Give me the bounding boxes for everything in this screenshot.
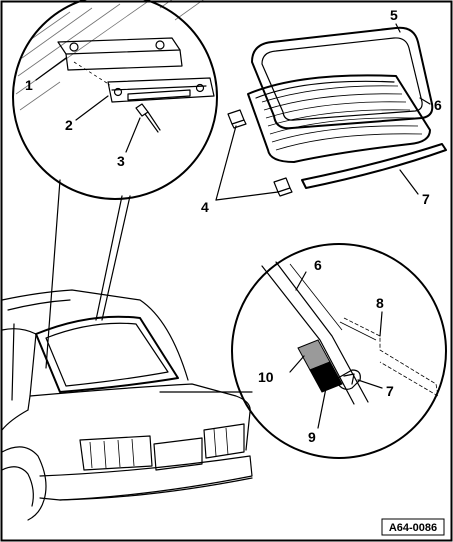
callout-6-detail: 6 — [314, 257, 322, 273]
body-panel — [343, 317, 439, 397]
callout-8: 8 — [376, 295, 384, 311]
taillight-left — [79, 435, 153, 471]
bracket-hole-left — [69, 42, 79, 52]
callout-10: 10 — [258, 369, 274, 385]
trim-clip-detail-view: 6 8 10 7 9 — [231, 243, 447, 459]
callout-2: 2 — [65, 117, 73, 133]
rear-window-exploded-view: 5 6 7 4 — [201, 7, 447, 215]
reference-code-box — [381, 518, 445, 536]
callout-7: 7 — [422, 191, 430, 207]
callout-1: 1 — [25, 77, 33, 93]
projection-line — [101, 195, 131, 321]
trunk-lid — [29, 383, 251, 451]
callout-4: 4 — [201, 199, 209, 215]
car-body — [1, 289, 253, 521]
taillight-right — [203, 423, 245, 459]
bracket-detail-view: 1 2 3 — [12, 0, 218, 200]
retaining-clip — [107, 77, 215, 103]
plastic-rivet — [135, 103, 161, 133]
rear-wheel — [1, 446, 47, 521]
callout-3: 3 — [117, 153, 125, 169]
car-rear-window — [35, 315, 179, 393]
window-seal — [251, 26, 434, 130]
rear-window-glass — [247, 74, 431, 163]
callout-6: 6 — [434, 97, 442, 113]
callout-9: 9 — [308, 429, 316, 445]
trim-clip — [337, 369, 361, 390]
adhesive-bead — [309, 361, 343, 393]
trim-strip — [301, 143, 447, 189]
bracket-hole-right — [155, 40, 165, 50]
reference-code: A64-0086 — [389, 522, 437, 534]
rear-bumper — [39, 455, 253, 501]
license-plate-recess — [153, 437, 203, 471]
callout-7-detail: 7 — [386, 383, 394, 399]
callout-5: 5 — [390, 7, 398, 23]
projection-line — [95, 195, 123, 321]
